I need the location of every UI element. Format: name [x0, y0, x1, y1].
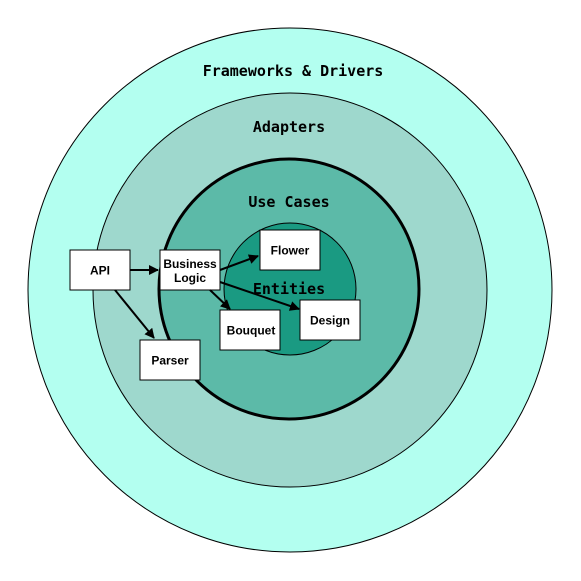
frameworks-drivers-label: Frameworks & Drivers — [203, 62, 384, 80]
bouquet-label: Bouquet — [227, 324, 276, 338]
arrow-business-logic-to-bouquet — [209, 289, 231, 310]
business-logic-box[interactable]: Business Logic — [159, 249, 221, 291]
arrow-business-logic-to-flower — [219, 254, 259, 271]
entities-label: Entities — [253, 280, 325, 298]
arrow-api-to-parser — [114, 289, 155, 339]
parser-label: Parser — [151, 354, 189, 368]
design-box[interactable]: Design — [299, 299, 361, 341]
flower-box[interactable]: Flower — [259, 229, 321, 271]
business-logic-label-line1: Business — [163, 257, 217, 271]
adapters-label: Adapters — [253, 118, 325, 136]
api-label: API — [90, 264, 110, 278]
flower-label: Flower — [271, 244, 310, 258]
business-logic-label-line2: Logic — [174, 271, 206, 285]
parser-box[interactable]: Parser — [139, 339, 201, 381]
use-cases-label: Use Cases — [248, 193, 329, 211]
bouquet-box[interactable]: Bouquet — [219, 309, 281, 351]
design-label: Design — [310, 314, 350, 328]
api-box[interactable]: API — [69, 249, 131, 291]
arrow-business-logic-to-design — [219, 281, 300, 311]
